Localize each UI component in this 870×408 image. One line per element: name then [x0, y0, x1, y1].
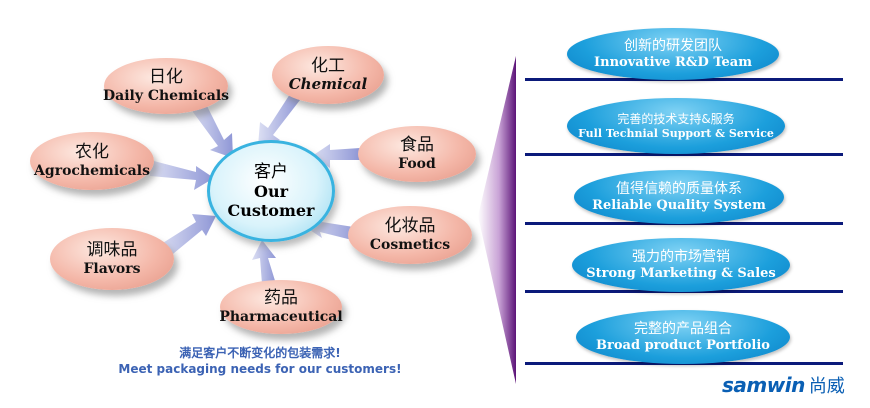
market-cosmetics: 化妆品 Cosmetics — [348, 206, 472, 264]
arrow-flavors — [158, 214, 216, 258]
divider-bar — [525, 153, 843, 156]
market-agro-en: Agrochemicals — [34, 162, 150, 179]
strength-portfolio-zh: 完整的产品组合 — [634, 320, 732, 337]
market-pharma-zh: 药品 — [264, 288, 298, 309]
market-daily-zh: 日化 — [149, 67, 183, 88]
arrow-pharma — [252, 240, 276, 284]
customer-en-line2: Customer — [227, 201, 315, 221]
samwin-logo: samwin 尚威 — [722, 372, 845, 398]
market-flavors-zh: 调味品 — [86, 240, 138, 261]
market-chemical-zh: 化工 — [311, 55, 345, 76]
strength-support-en: Full Technial Support & Service — [578, 126, 774, 140]
strength-marketing: 强力的市场营销 Strong Marketing & Sales — [572, 238, 790, 292]
market-pharmaceutical: 药品 Pharmaceutical — [219, 280, 343, 334]
strength-quality-zh: 值得信赖的质量体系 — [616, 180, 742, 197]
market-daily-en: Daily Chemicals — [103, 87, 230, 104]
strength-marketing-zh: 强力的市场营销 — [632, 248, 730, 265]
logo-en: samwin — [722, 373, 805, 397]
market-pharma-en: Pharmaceutical — [219, 308, 343, 325]
market-chemical: 化工 Chemical — [272, 46, 384, 104]
strength-marketing-en: Strong Marketing & Sales — [586, 265, 776, 281]
customer-en-line1: Our — [254, 182, 288, 201]
wedge-divider — [478, 56, 516, 384]
strength-support-zh: 完善的技术支持&服务 — [617, 112, 735, 127]
arrow-daily — [190, 102, 233, 158]
strength-quality: 值得信赖的质量体系 Reliable Quality System — [574, 170, 784, 224]
market-food: 食品 Food — [358, 126, 476, 182]
strength-rd-team: 创新的研发团队 Innovative R&D Team — [567, 28, 779, 80]
strength-rd-en: Innovative R&D Team — [594, 54, 752, 70]
strength-quality-en: Reliable Quality System — [592, 197, 766, 213]
strength-portfolio: 完整的产品组合 Broad product Portfolio — [576, 310, 790, 364]
caption-zh: 满足客户不断变化的包装需求! — [179, 346, 341, 360]
strength-rd-zh: 创新的研发团队 — [624, 37, 722, 54]
market-agro-zh: 农化 — [75, 142, 109, 163]
customer-center: 客户 Our Customer — [207, 140, 335, 242]
arrow-chemical — [258, 94, 300, 146]
market-cosmetics-zh: 化妆品 — [384, 216, 436, 237]
strength-portfolio-en: Broad product Portfolio — [596, 337, 770, 353]
market-agrochemicals: 农化 Agrochemicals — [30, 132, 154, 190]
arrow-agro — [150, 160, 214, 190]
market-daily-chemicals: 日化 Daily Chemicals — [103, 58, 230, 114]
strength-support: 完善的技术支持&服务 Full Technial Support & Servi… — [567, 98, 785, 154]
market-cosmetics-en: Cosmetics — [369, 236, 451, 253]
caption-en: Meet packaging needs for our customers! — [118, 362, 402, 376]
logo-zh: 尚威 — [808, 376, 845, 397]
market-chemical-en: Chemical — [288, 75, 368, 94]
market-flavors: 调味品 Flavors — [50, 228, 174, 290]
market-flavors-en: Flavors — [83, 260, 141, 277]
market-food-en: Food — [398, 155, 436, 172]
customer-zh: 客户 — [254, 161, 288, 182]
market-food-zh: 食品 — [400, 135, 434, 156]
